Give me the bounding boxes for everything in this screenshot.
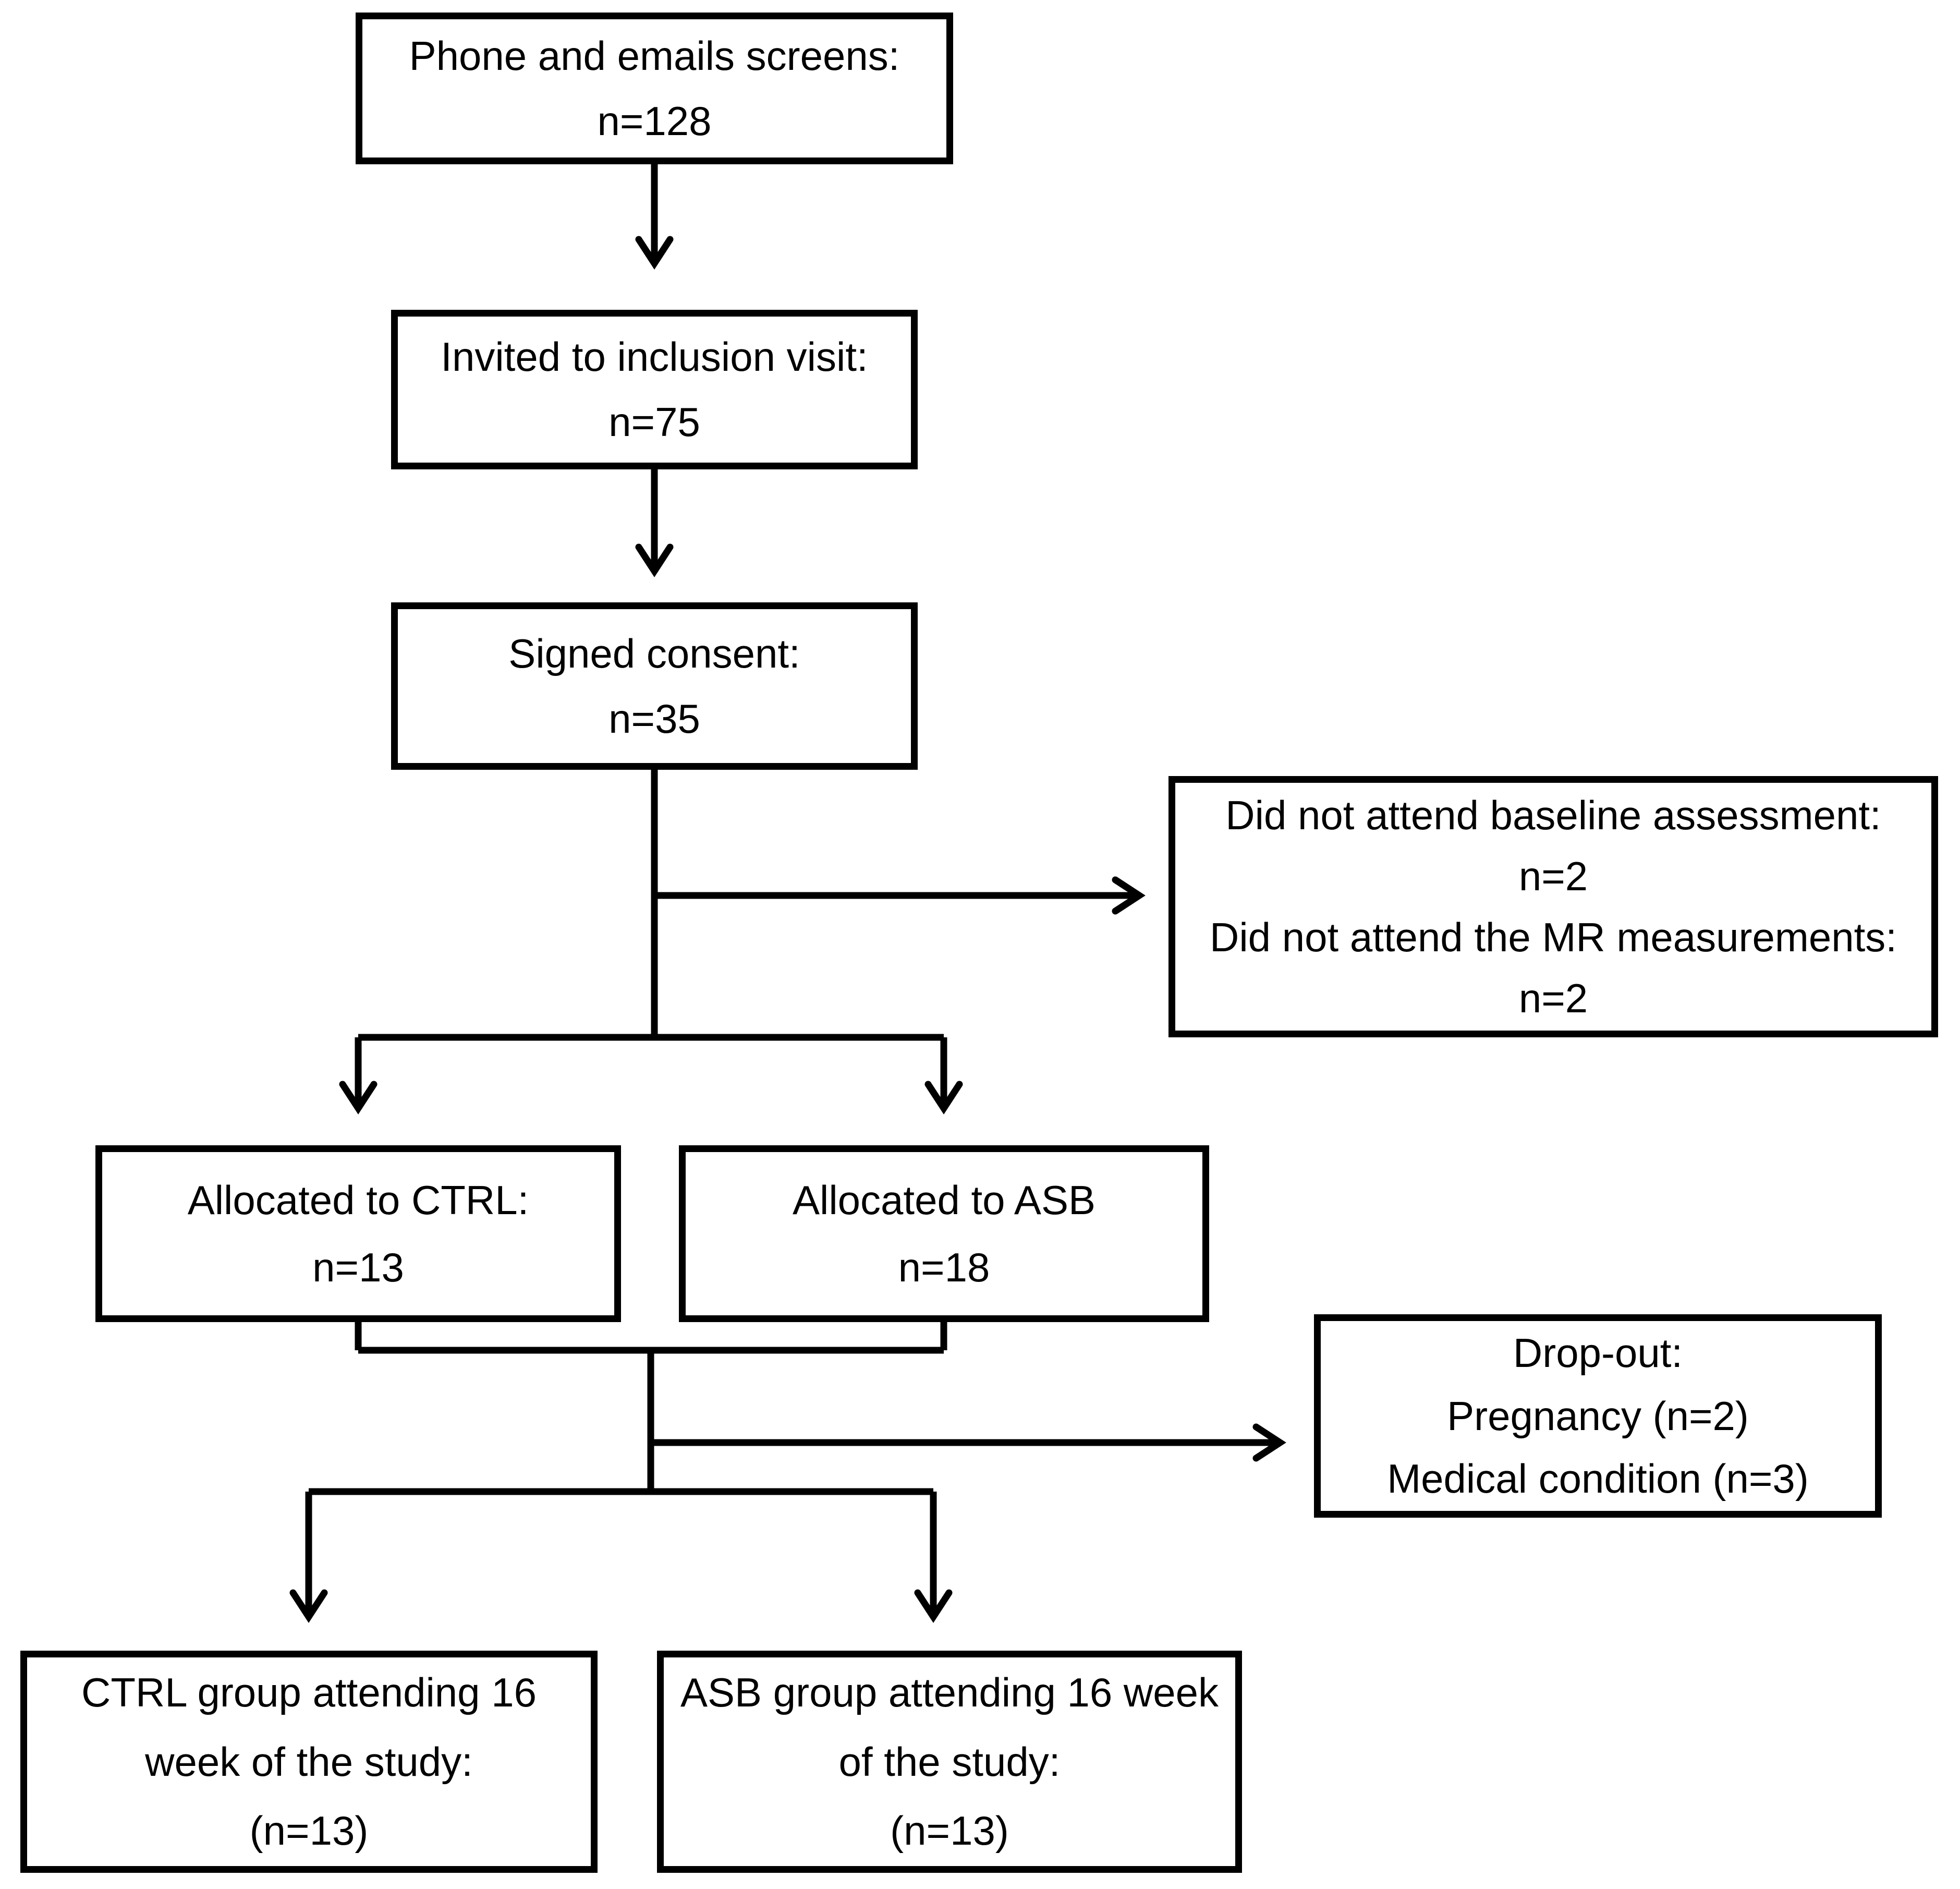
box-not-attended: Did not attend baseline assessment: n=2 … <box>1168 776 1938 1037</box>
box-count: n=2 <box>1518 975 1588 1021</box>
box-signed-consent: Signed consent: n=35 <box>391 602 918 770</box>
box-line: Drop-out: <box>1513 1329 1683 1376</box>
box-phone-screens: Phone and emails screens: n=128 <box>356 13 953 164</box>
box-line: ASB group attending 16 week <box>680 1669 1219 1716</box>
box-line: CTRL group attending 16 <box>81 1669 537 1716</box>
box-count: n=2 <box>1518 853 1588 899</box>
box-line: Phone and emails screens: <box>409 32 900 79</box>
box-line: of the study: <box>838 1738 1061 1785</box>
box-asb-16week: ASB group attending 16 week of the study… <box>657 1651 1242 1873</box>
box-count: n=75 <box>608 399 700 445</box>
box-line: Allocated to CTRL: <box>187 1177 529 1223</box>
box-line: Allocated to ASB <box>792 1177 1096 1223</box>
box-count: n=128 <box>597 98 712 144</box>
box-invited-visit: Invited to inclusion visit: n=75 <box>391 310 918 469</box>
box-count: (n=13) <box>890 1808 1009 1854</box>
box-line: Signed consent: <box>508 630 800 676</box>
box-ctrl-16week: CTRL group attending 16 week of the stud… <box>20 1651 598 1873</box>
box-line: Did not attend baseline assessment: <box>1225 792 1881 838</box>
box-line: Medical condition (n=3) <box>1387 1456 1809 1502</box>
box-count: (n=13) <box>249 1808 369 1854</box>
box-allocated-asb: Allocated to ASB n=18 <box>679 1145 1209 1322</box>
box-count: n=13 <box>312 1244 404 1290</box>
box-line: week of the study: <box>145 1738 473 1785</box>
box-count: n=35 <box>608 695 700 742</box>
box-drop-out: Drop-out: Pregnancy (n=2) Medical condit… <box>1314 1314 1882 1518</box>
box-line: Did not attend the MR measurements: <box>1210 914 1897 960</box>
box-line: Invited to inclusion visit: <box>441 334 868 380</box>
box-line: Pregnancy (n=2) <box>1447 1392 1749 1439</box>
box-allocated-ctrl: Allocated to CTRL: n=13 <box>95 1145 621 1322</box>
box-count: n=18 <box>898 1244 990 1290</box>
